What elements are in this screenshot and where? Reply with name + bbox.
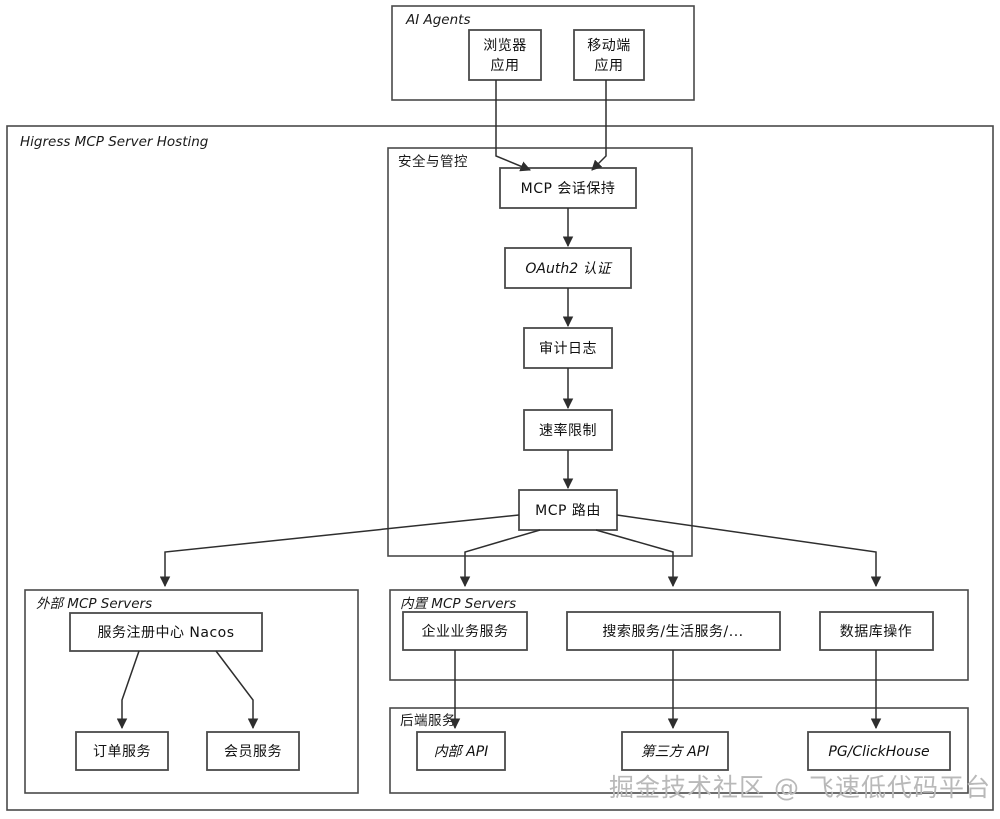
node-audit-log[interactable]: 审计日志 [523, 327, 613, 369]
container-ai-agents: AI Agents [391, 5, 695, 101]
node-mobile-app-label-line1: 移动端 [587, 38, 631, 54]
node-order-service-label: 订单服务 [93, 744, 151, 760]
node-database-ops[interactable]: 数据库操作 [819, 611, 934, 651]
edge-browser-to-session [495, 80, 531, 172]
node-database-ops-frame[interactable] [819, 611, 934, 651]
node-browser-app-label-line1: 浏览器 [483, 38, 527, 54]
node-third-party-api[interactable]: 第三方 API [621, 731, 729, 771]
node-nacos[interactable]: 服务注册中心 Nacos [69, 612, 263, 652]
node-third-party-api-frame[interactable] [621, 731, 729, 771]
node-database-ops-label: 数据库操作 [840, 624, 913, 640]
node-pg-clickhouse-label: PG/ClickHouse [828, 744, 929, 760]
container-higress-label: Higress MCP Server Hosting [20, 134, 209, 150]
edge-nacos-to-order [116, 650, 140, 730]
node-enterprise-service[interactable]: 企业业务服务 [402, 611, 528, 651]
node-mobile-app-label-line2: 应用 [595, 57, 624, 74]
edge-router-to-database-ops [616, 514, 882, 588]
node-mcp-session-frame[interactable] [499, 167, 637, 209]
node-search-life-service-frame[interactable] [566, 611, 781, 651]
node-rate-limit-label: 速率限制 [539, 422, 597, 439]
node-browser-app-frame[interactable] [468, 29, 542, 81]
node-rate-limit[interactable]: 速率限制 [523, 409, 613, 451]
node-mobile-app-frame[interactable] [573, 29, 645, 81]
container-backend-services-label: 后端服务 [400, 713, 456, 729]
node-pg-clickhouse-frame[interactable] [807, 731, 951, 771]
edge-mobile-to-session [591, 80, 607, 171]
node-oauth2[interactable]: OAuth2 认证 [504, 247, 632, 289]
node-search-life-service-label: 搜索服务/生活服务/... [602, 623, 743, 640]
node-oauth2-label: OAuth2 认证 [525, 261, 612, 277]
node-member-service[interactable]: 会员服务 [206, 731, 300, 771]
node-enterprise-service-label: 企业业务服务 [422, 623, 509, 640]
edge-nacos-to-member [215, 650, 259, 730]
node-mcp-router-label: MCP 路由 [535, 503, 601, 519]
container-ai-agents-label: AI Agents [405, 12, 471, 28]
node-internal-api[interactable]: 内部 API [416, 731, 506, 771]
node-browser-app[interactable]: 浏览器 应用 [468, 29, 542, 81]
edge-router-to-external-servers [159, 514, 520, 588]
node-enterprise-service-frame[interactable] [402, 611, 528, 651]
node-pg-clickhouse[interactable]: PG/ClickHouse [807, 731, 951, 771]
node-nacos-frame[interactable] [69, 612, 263, 652]
node-mobile-app[interactable]: 移动端 应用 [573, 29, 645, 81]
node-member-service-frame[interactable] [206, 731, 300, 771]
node-member-service-label: 会员服务 [224, 744, 282, 760]
edge-router-to-enterprise [459, 529, 541, 588]
node-order-service[interactable]: 订单服务 [75, 731, 169, 771]
node-search-life-service[interactable]: 搜索服务/生活服务/... [566, 611, 781, 651]
edge-router-to-search-life [595, 529, 679, 588]
container-security-label: 安全与管控 [398, 153, 468, 170]
node-mcp-session[interactable]: MCP 会话保持 [499, 167, 637, 209]
node-mcp-session-label: MCP 会话保持 [521, 181, 616, 197]
node-order-service-frame[interactable] [75, 731, 169, 771]
node-internal-api-frame[interactable] [416, 731, 506, 771]
container-external-servers-label: 外部 MCP Servers [36, 596, 152, 612]
node-internal-api-label: 内部 API [434, 744, 489, 760]
node-nacos-label: 服务注册中心 Nacos [97, 625, 234, 641]
node-mcp-router-frame[interactable] [518, 489, 618, 531]
node-audit-log-label: 审计日志 [539, 341, 597, 357]
container-builtin-servers-label: 内置 MCP Servers [400, 596, 516, 612]
node-mcp-router[interactable]: MCP 路由 [518, 489, 618, 531]
node-third-party-api-label: 第三方 API [641, 744, 710, 760]
node-browser-app-label-line2: 应用 [491, 57, 520, 74]
node-rate-limit-frame[interactable] [523, 409, 613, 451]
watermark-text: 掘金技术社区 @ 飞速低代码平台 [609, 773, 991, 802]
